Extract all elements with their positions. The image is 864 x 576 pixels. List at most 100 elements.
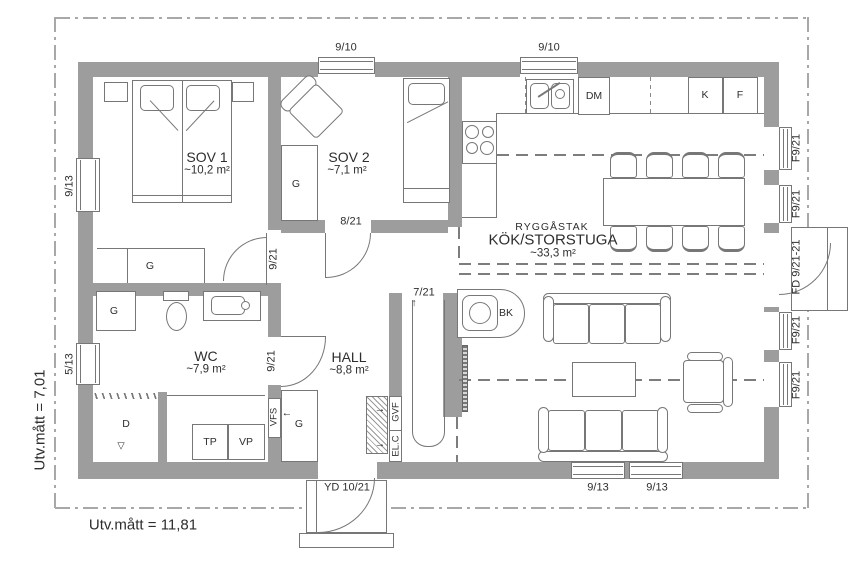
wall-segment [281, 220, 325, 233]
door-label: 7/21 [413, 286, 435, 299]
dining-chair [646, 152, 673, 178]
armchair-armrest [687, 352, 723, 361]
fridge-box [688, 77, 723, 114]
pillow [408, 83, 445, 105]
room-name-wc: WC [194, 348, 218, 364]
wall-segment [764, 223, 779, 233]
stove-burner [466, 142, 478, 154]
freezer-box [723, 77, 758, 114]
wc-door-swing [281, 337, 326, 387]
door-label: FD 9/21-21 [790, 239, 803, 295]
coffee-table [572, 362, 636, 397]
dryer-label: TP [203, 435, 217, 448]
window-right-1 [779, 127, 792, 170]
entry-door-leaf [316, 480, 317, 533]
floor-heating-label: GVF [390, 402, 402, 422]
arrow-left-icon: ← [281, 406, 293, 419]
fridge-label: K [701, 88, 709, 101]
bed-foot-line [132, 195, 232, 196]
laundry-counter-line [167, 395, 265, 396]
window-left-2 [76, 343, 100, 385]
ceiling-label: RYGGÅSTAK [515, 220, 589, 233]
pillow [140, 85, 174, 111]
wall-segment [448, 77, 462, 227]
nightstand [232, 82, 254, 102]
wall-segment [268, 77, 281, 230]
pillow [186, 85, 220, 111]
window-bottom-2 [629, 462, 683, 479]
window-label: F9/21 [790, 189, 803, 219]
door-label: 8/21 [340, 215, 362, 228]
window-label: 9/10 [538, 41, 560, 54]
dining-chair [682, 226, 709, 252]
washbasin-bowl [211, 296, 245, 315]
wardrobe-divider [127, 248, 128, 283]
bed-foot-line [403, 188, 450, 189]
window-top-1 [318, 57, 375, 74]
fireplace-label: BK [498, 306, 514, 319]
dining-chair [610, 152, 637, 178]
sofa-armrest [660, 296, 671, 342]
room-name-sov2: SOV 2 [328, 149, 370, 165]
heater-label: VP [238, 435, 254, 448]
wall-segment [578, 62, 779, 77]
dining-chair [610, 226, 637, 252]
armchair-armrest [687, 404, 723, 413]
faucet-icon [555, 89, 565, 99]
dishwasher-box [578, 77, 610, 115]
room-name-storstuga: KÖK/STORSTUGA [488, 231, 618, 249]
armchair-backrest [723, 357, 733, 407]
dining-chair [682, 152, 709, 178]
outer-width-dimension: Utv.mått = 11,81 [88, 516, 198, 534]
water-cabinet-label: VFS [268, 407, 280, 427]
water-cabinet-box [268, 398, 281, 438]
door-label: YD 10/21 [324, 481, 370, 494]
wall-segment [764, 170, 779, 185]
open-boundary-line [458, 227, 460, 264]
wardrobe-label: G [109, 304, 119, 317]
dining-chair [718, 226, 745, 252]
cabinet-divider [525, 77, 526, 113]
wall-segment [371, 220, 448, 233]
utility-strip-divider [389, 430, 402, 431]
wardrobe-sov2-box [281, 145, 318, 221]
wall-segment [764, 307, 779, 312]
wc-door-leaf [281, 336, 326, 337]
toilet-tank [163, 291, 189, 301]
room-area-hall: ~8,8 m² [329, 364, 369, 377]
wall-segment [683, 462, 779, 479]
arrow-up-icon: ↑ [411, 296, 417, 309]
boundary-left [54, 17, 56, 508]
sofa-cushion [622, 410, 659, 451]
window-right-4 [779, 362, 792, 407]
room-area-sov2: ~7,1 m² [327, 164, 367, 177]
sov2-door-leaf [325, 233, 326, 278]
sofa-cushion [585, 410, 622, 451]
sofa-cushion [553, 304, 589, 344]
window-label: F9/21 [790, 370, 803, 400]
window-label: F9/21 [790, 133, 803, 163]
shower-curtain-line [93, 393, 158, 399]
armchair-seat [683, 360, 724, 403]
door-label: 9/21 [267, 248, 280, 270]
heater-box [228, 424, 265, 460]
window-label: 9/13 [587, 481, 609, 494]
window-label: 9/13 [63, 175, 76, 197]
dryer-box [192, 424, 228, 460]
room-name-hall: HALL [331, 349, 367, 365]
dining-chair [646, 226, 673, 252]
wall-segment [375, 62, 520, 77]
fireplace-flue [469, 302, 491, 324]
outer-height-dimension: Utv.mått = 7,01 [31, 369, 49, 471]
sofa-backrest [543, 293, 671, 304]
wall-segment [158, 392, 167, 462]
arrow-right-icon: → [374, 437, 386, 450]
sofa-armrest [538, 407, 549, 453]
sofa-backrest [538, 451, 668, 462]
wardrobe-label: G [291, 177, 301, 190]
window-right-3 [779, 312, 792, 350]
wall-segment [268, 285, 281, 337]
utility-strip [389, 396, 402, 462]
window-label: 9/13 [646, 481, 668, 494]
freezer-label: F [736, 88, 744, 101]
